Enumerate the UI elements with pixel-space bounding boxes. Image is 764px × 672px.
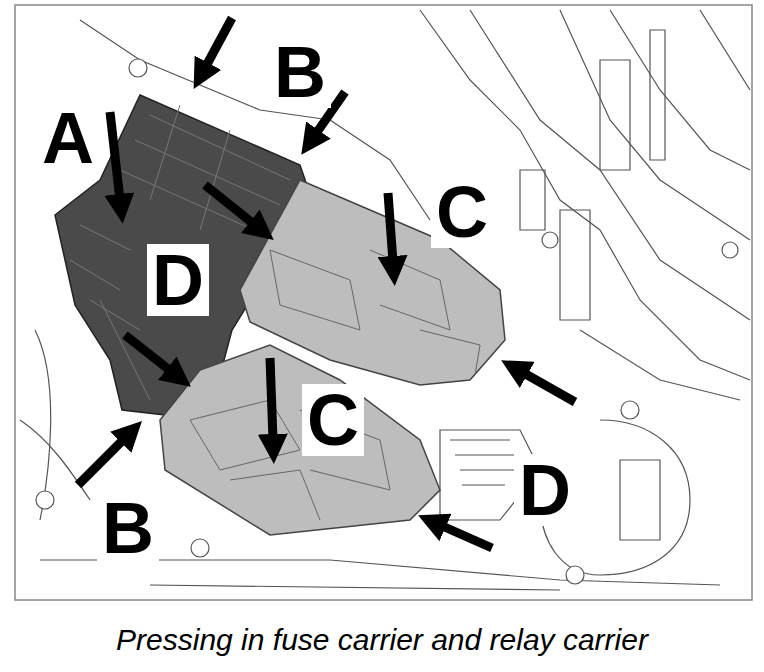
caption: Pressing in fuse carrier and relay carri…: [116, 623, 648, 657]
relay-carrier-lower: [160, 345, 440, 535]
callout-letter: C: [302, 384, 364, 456]
press-arrows: [78, 18, 575, 548]
callout-letter: B: [269, 36, 331, 108]
callout-letter: B: [97, 492, 159, 564]
callout-letter: D: [147, 244, 209, 316]
relay-detail-upper: [270, 250, 480, 375]
callout-letter: C: [431, 176, 493, 248]
callout-letter: A: [37, 102, 99, 174]
frame: [15, 5, 752, 600]
screws: [36, 59, 738, 584]
callout-letter: D: [514, 454, 576, 526]
background-line-art: [20, 10, 750, 590]
